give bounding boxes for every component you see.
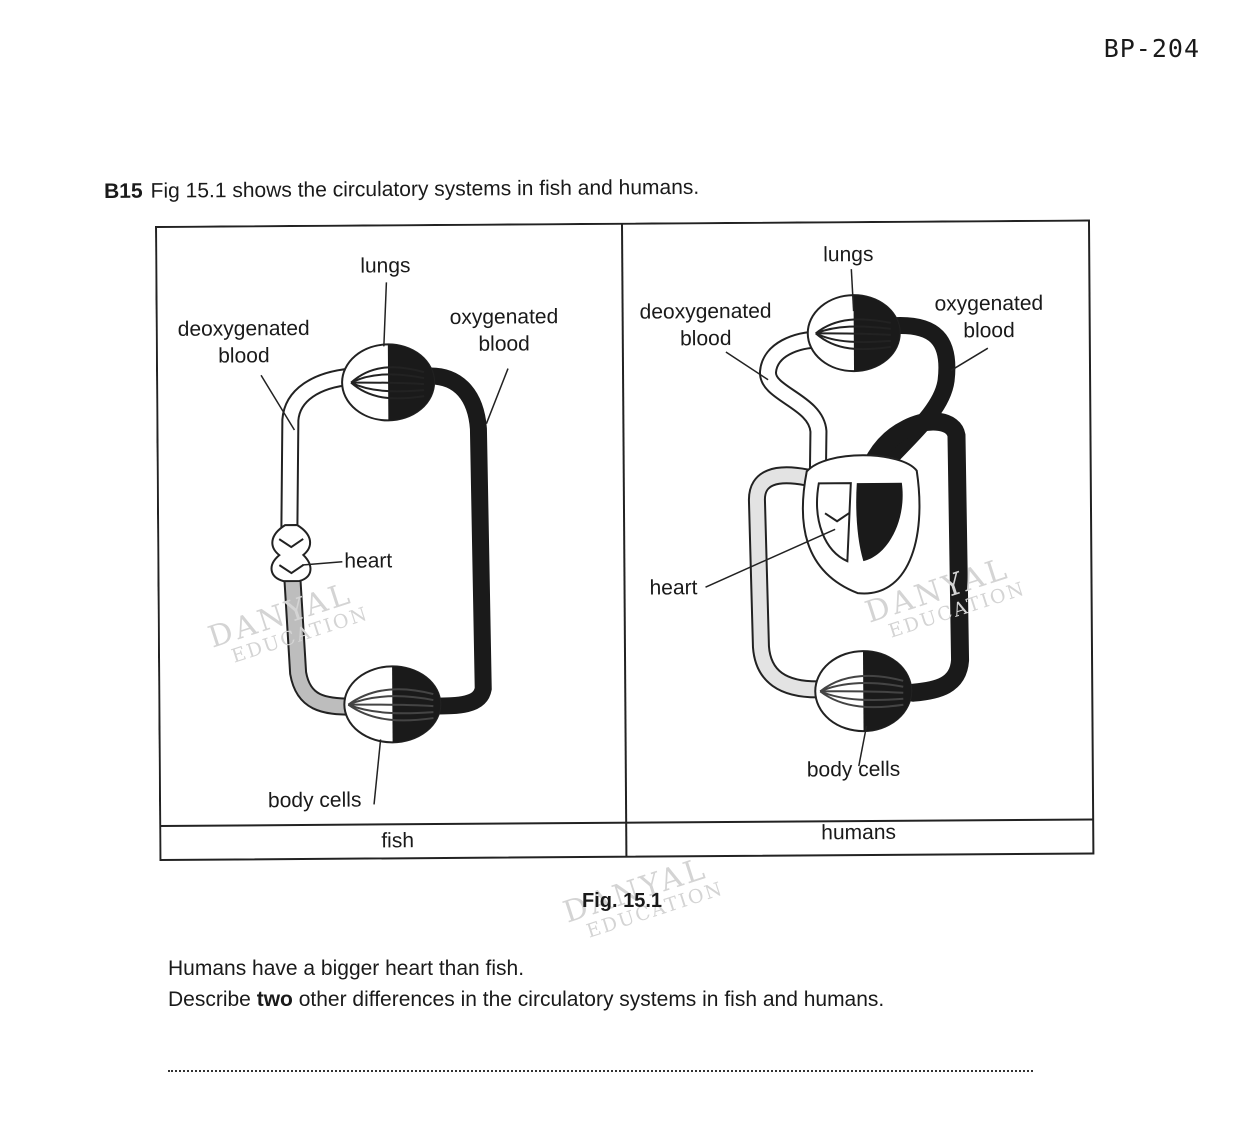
question-prompt: Describe two other differences in the ci… xyxy=(168,988,884,1012)
fish-label-oxygenated-line1: oxygenated xyxy=(449,305,559,329)
fish-gills xyxy=(341,343,436,422)
fish-label-deoxygenated-line2: blood xyxy=(218,344,270,368)
fish-label-deoxygenated-line1: deoxygenated xyxy=(177,316,310,341)
fish-deoxygenated-vessel xyxy=(282,369,359,553)
panel-divider xyxy=(620,223,628,857)
human-pulmonary-vein xyxy=(853,316,956,498)
question-heading: B15 Fig 15.1 shows the circulatory system… xyxy=(104,176,699,204)
human-label-oxygenated: oxygenated blood xyxy=(934,290,1043,345)
human-label-oxygenated-line2: blood xyxy=(963,319,1015,343)
human-panel-label: humans xyxy=(821,820,897,845)
prompt-bold: two xyxy=(256,988,293,1011)
human-heart xyxy=(801,454,921,595)
human-diagram xyxy=(705,269,989,767)
fish-label-deoxygenated: deoxygenated blood xyxy=(178,315,310,370)
human-label-lungs: lungs xyxy=(823,242,874,267)
prompt-after: other differences in the circulatory sys… xyxy=(292,988,885,1011)
fish-oxygenated-vessel xyxy=(417,367,492,715)
fish-body-cells xyxy=(343,665,442,744)
circulatory-diagram xyxy=(155,219,1095,861)
human-label-oxygenated-line1: oxygenated xyxy=(934,291,1044,316)
human-label-heart: heart xyxy=(649,576,698,600)
human-label-body-cells: body cells xyxy=(806,757,901,782)
figure-caption: Fig. 15.1 xyxy=(582,890,663,912)
human-pulmonary-artery xyxy=(761,332,828,539)
figure-15-1: lungs deoxygenated blood oxygenated bloo… xyxy=(155,219,1095,862)
answer-line[interactable] xyxy=(168,1060,1033,1072)
fish-label-lungs: lungs xyxy=(360,254,411,278)
fish-diagram xyxy=(260,282,509,805)
question-number: B15 xyxy=(104,179,143,203)
prompt-before: Describe xyxy=(168,988,257,1011)
page-code: BP-204 xyxy=(1103,34,1200,63)
fish-label-body-cells: body cells xyxy=(267,788,362,813)
human-body-cells xyxy=(814,650,913,733)
human-label-deoxygenated-line2: blood xyxy=(680,326,732,351)
question-text: Fig 15.1 shows the circulatory systems i… xyxy=(150,175,700,203)
human-label-deoxygenated: deoxygenated blood xyxy=(640,298,772,353)
fish-heart xyxy=(270,524,312,583)
fish-label-oxygenated-line2: blood xyxy=(478,332,530,356)
fish-label-heart: heart xyxy=(344,549,393,573)
human-vena-cava xyxy=(749,468,826,697)
human-label-deoxygenated-line1: deoxygenated xyxy=(639,299,772,324)
fish-panel-label: fish xyxy=(381,829,415,853)
intro-statement: Humans have a bigger heart than fish. xyxy=(168,957,525,980)
human-lungs xyxy=(806,294,901,373)
fish-label-oxygenated: oxygenated blood xyxy=(450,303,559,358)
label-row-divider xyxy=(160,818,1094,827)
